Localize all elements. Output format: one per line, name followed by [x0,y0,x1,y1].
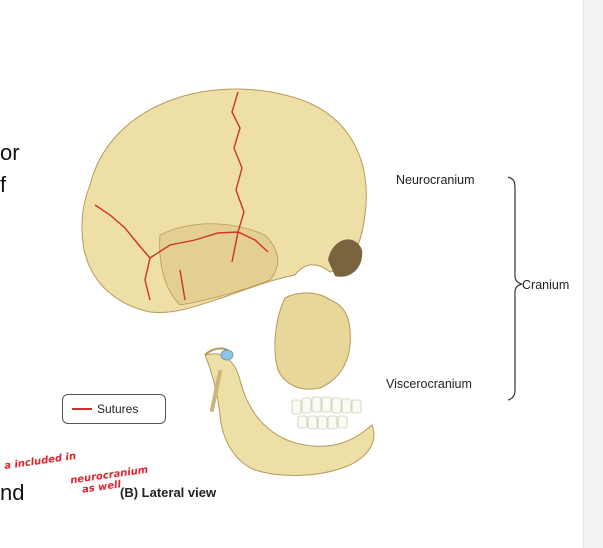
scrollbar-panel [583,0,603,548]
label-viscerocranium: Viscerocranium [386,377,472,391]
facial-bones [274,292,351,390]
ear-canal-marker [220,349,234,361]
skull-illustration [81,88,523,476]
label-neurocranium: Neurocranium [396,173,475,187]
mandible [204,353,375,476]
cropped-text-fragment-2: f [0,172,7,197]
label-cranium: Cranium [522,278,570,292]
suture-line-swatch [72,408,92,410]
styloid-process [210,370,222,412]
temporal-region [159,223,279,306]
cropped-text-fragment-1: or [0,140,20,165]
cropped-text-fragment-3: nd [0,480,25,505]
orbit [328,239,363,277]
label-bracket [507,176,523,401]
sutures-legend: Sutures [62,394,166,424]
legend-label: Sutures [97,402,139,416]
teeth [291,396,362,430]
sutures [94,91,269,301]
figure-caption: (B) Lateral view [120,485,217,500]
